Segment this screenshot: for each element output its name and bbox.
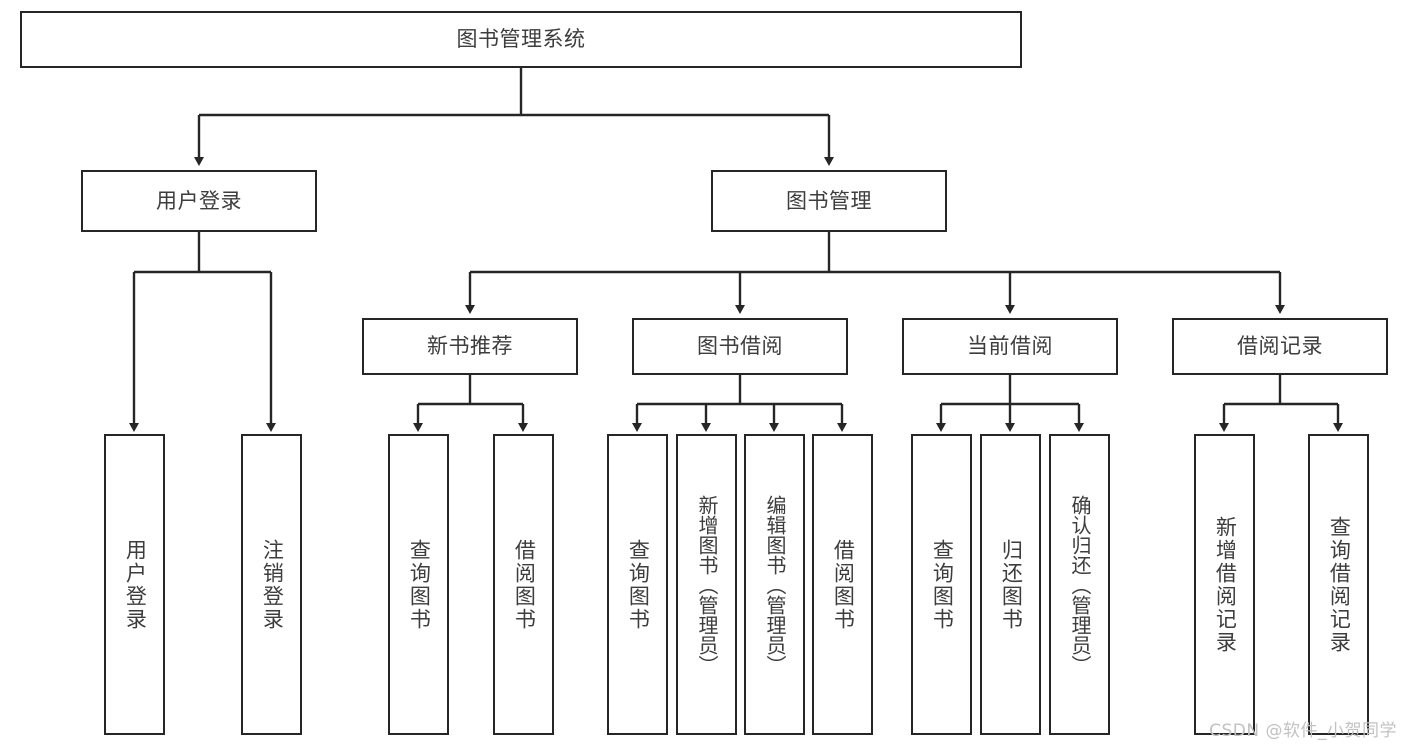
node-leaf-confirm-return[interactable]: 确认归还（管理员） — [1049, 434, 1110, 735]
node-user-login[interactable]: 用户登录 — [81, 170, 317, 232]
node-leaf-borrow-book-2-label: 借阅图书 — [831, 538, 856, 631]
node-root[interactable]: 图书管理系统 — [20, 11, 1022, 68]
node-root-label: 图书管理系统 — [456, 27, 586, 52]
node-leaf-return-book-label: 归还图书 — [999, 538, 1024, 631]
node-leaf-edit-book[interactable]: 编辑图书（管理员） — [744, 434, 805, 735]
node-current-borrow-label: 当前借阅 — [967, 334, 1053, 359]
node-leaf-query-book-3-label: 查询图书 — [930, 538, 955, 631]
node-book-borrow-label: 图书借阅 — [697, 334, 783, 359]
node-leaf-logout-login[interactable]: 注销登录 — [241, 434, 302, 735]
node-leaf-borrow-book-1-label: 借阅图书 — [512, 538, 537, 631]
node-leaf-user-login-label: 用户登录 — [123, 538, 148, 631]
node-leaf-add-book-label: 新增图书（管理员） — [695, 494, 719, 675]
node-user-login-label: 用户登录 — [156, 188, 242, 213]
node-leaf-user-login[interactable]: 用户登录 — [104, 434, 165, 735]
node-leaf-query-book-2-label: 查询图书 — [626, 538, 651, 631]
node-leaf-query-book-1[interactable]: 查询图书 — [388, 434, 449, 735]
watermark-text: CSDN @软件_小贺同学 — [1209, 721, 1397, 741]
node-book-management-label: 图书管理 — [786, 188, 872, 213]
node-leaf-query-book-1-label: 查询图书 — [407, 538, 432, 631]
node-leaf-add-record[interactable]: 新增借阅记录 — [1194, 434, 1255, 735]
node-book-borrow[interactable]: 图书借阅 — [632, 318, 848, 375]
node-leaf-edit-book-label: 编辑图书（管理员） — [763, 494, 787, 675]
node-new-book-recommend-label: 新书推荐 — [427, 334, 513, 359]
node-new-book-recommend[interactable]: 新书推荐 — [362, 318, 578, 375]
node-leaf-query-book-3[interactable]: 查询图书 — [911, 434, 972, 735]
node-leaf-logout-login-label: 注销登录 — [260, 538, 285, 631]
node-leaf-borrow-book-1[interactable]: 借阅图书 — [493, 434, 554, 735]
node-leaf-query-record[interactable]: 查询借阅记录 — [1308, 434, 1369, 735]
node-borrow-record-label: 借阅记录 — [1237, 334, 1323, 359]
node-leaf-borrow-book-2[interactable]: 借阅图书 — [812, 434, 873, 735]
node-leaf-add-book[interactable]: 新增图书（管理员） — [676, 434, 737, 735]
node-leaf-add-record-label: 新增借阅记录 — [1213, 515, 1238, 654]
node-borrow-record[interactable]: 借阅记录 — [1172, 318, 1388, 375]
node-leaf-confirm-return-label: 确认归还（管理员） — [1068, 494, 1092, 675]
node-leaf-return-book[interactable]: 归还图书 — [980, 434, 1041, 735]
node-leaf-query-book-2[interactable]: 查询图书 — [607, 434, 668, 735]
node-current-borrow[interactable]: 当前借阅 — [902, 318, 1118, 375]
node-leaf-query-record-label: 查询借阅记录 — [1327, 515, 1352, 654]
node-book-management[interactable]: 图书管理 — [711, 170, 947, 232]
